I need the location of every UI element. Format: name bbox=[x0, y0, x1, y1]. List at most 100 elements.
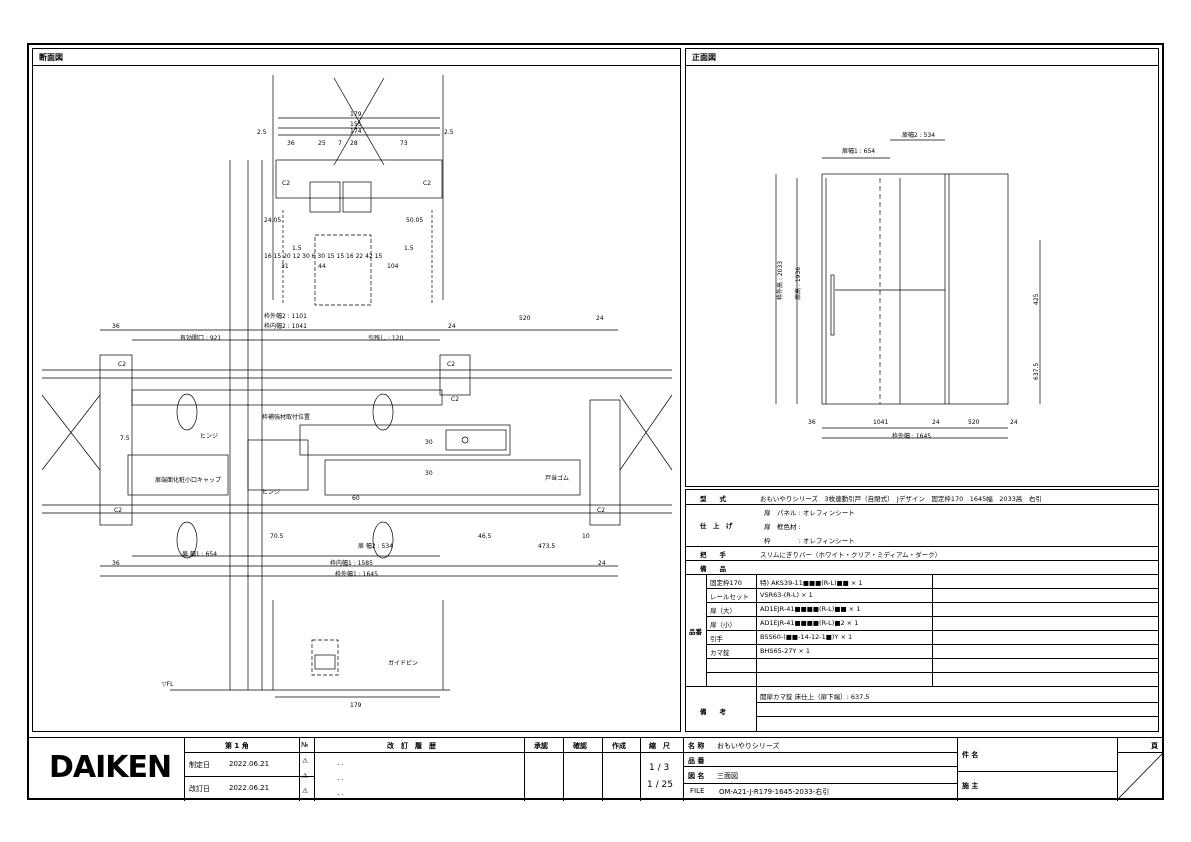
front-h1936: 扉高 : 1936 bbox=[794, 267, 802, 300]
dim-104: 104 bbox=[387, 263, 399, 270]
dim-179-bottom: 179 bbox=[350, 702, 362, 709]
part-name-0: 固定枠170 bbox=[710, 579, 742, 587]
label-fl: ▽FL bbox=[162, 681, 174, 688]
dim-24-c: 24 bbox=[598, 560, 606, 567]
dim-520: 520 bbox=[519, 315, 531, 322]
dim-36: 36 bbox=[287, 140, 295, 147]
label-w654: 扉 幅1 : 654 bbox=[182, 550, 217, 558]
front-h2033: 枠外高 : 2033 bbox=[776, 261, 784, 300]
dim-179-top: 179 bbox=[350, 111, 362, 118]
tb-drawing-label: 図 名 bbox=[688, 772, 705, 780]
tb-v7 bbox=[640, 738, 641, 801]
tb-draw: 作成 bbox=[612, 742, 626, 750]
part-row-4: 引手 BSS60-(■■-14-12-1■)Y × 1 bbox=[706, 630, 1158, 645]
front-36: 36 bbox=[808, 419, 816, 426]
daiken-logo: DAIKEN bbox=[49, 750, 172, 785]
label-c2-b: C2 bbox=[447, 361, 455, 368]
front-w1645: 枠外幅 : 1645 bbox=[892, 432, 931, 440]
label-door-h1: 枠外幅2 : 1101 bbox=[264, 312, 307, 320]
spec-table: 型 式 おもいやりシリーズ 3枚連動引戸（自閉式） Jデザイン 固定枠170 1… bbox=[685, 489, 1159, 732]
front-24-b: 24 bbox=[1010, 419, 1018, 426]
label-hinge1: ヒンジ bbox=[200, 433, 218, 440]
front-637-5: 637.5 bbox=[1033, 363, 1040, 380]
title-block: DAIKEN 第 1 角 制定日 2022.06.21 改訂日 2022.06.… bbox=[27, 737, 1164, 801]
tb-rev-label: 改訂日 bbox=[189, 785, 210, 793]
part-code-5: BHS65-27Y × 1 bbox=[760, 647, 811, 655]
label-w1645: 枠外幅1 : 1645 bbox=[335, 570, 378, 578]
tb-work-label: 件 名 bbox=[962, 751, 979, 759]
tb-h3 bbox=[683, 752, 957, 753]
parts-block: 品番 固定枠170 特) AKS39-11■■■(R-L)■■ × 1 レールセ… bbox=[686, 574, 1158, 687]
label-c2-c: C2 bbox=[451, 396, 459, 403]
warning-icon-3: ⚠ bbox=[302, 787, 309, 795]
part-code-1: VSR63-(R-L) × 1 bbox=[760, 591, 813, 599]
dim-7: 7 bbox=[338, 140, 342, 147]
tb-h2 bbox=[184, 776, 314, 777]
tb-v10 bbox=[1117, 738, 1118, 801]
part-row-2: 扉（大） AD1EJR-41■■■■(R-L)■■ × 1 bbox=[706, 602, 1158, 617]
tb-drawing-value: 三面図 bbox=[717, 772, 738, 780]
label-stop: 引残し : 120 bbox=[368, 334, 403, 342]
label-cap: 扉端面化粧小口キャップ bbox=[155, 476, 221, 484]
note-block: 備 考 開扉カマ錠 床仕上（扉下端）: 637.5 bbox=[686, 686, 1158, 732]
tb-scale-2: 1 / 25 bbox=[647, 780, 673, 790]
tb-rev-history: 改 訂 履 歴 bbox=[387, 742, 436, 750]
dim-31: 31 bbox=[281, 263, 289, 270]
tb-v5 bbox=[563, 738, 564, 801]
dim-1-5-right: 1.5 bbox=[404, 245, 414, 252]
dim-50-05: 50.05 bbox=[406, 217, 423, 224]
tb-v9 bbox=[957, 738, 958, 801]
part-row-6 bbox=[706, 658, 1158, 673]
front-door1: 扉幅1 : 654 bbox=[842, 147, 875, 155]
part-code-0: 特) AKS39-11■■■(R-L)■■ × 1 bbox=[760, 579, 863, 587]
dim-24-b: 24 bbox=[596, 315, 604, 322]
tb-scale-label: 縮 尺 bbox=[649, 742, 670, 750]
label-c2-left: C2 bbox=[282, 180, 290, 187]
label-c2-d: C2 bbox=[114, 507, 122, 514]
tb-v8 bbox=[683, 738, 684, 801]
tb-name-value: おもいやりシリーズ bbox=[717, 742, 780, 750]
tb-v4 bbox=[524, 738, 525, 801]
dim-2-5-right: 2.5 bbox=[444, 129, 454, 136]
tb-made-date: 2022.06.21 bbox=[229, 760, 270, 768]
tb-v6 bbox=[602, 738, 603, 801]
dim-155: 155 bbox=[350, 121, 362, 128]
dim-row: 16 15 20 12 30 6 30 15 15 16 22 42 15 bbox=[264, 253, 383, 260]
section-title-underline bbox=[33, 65, 680, 66]
label-w1585: 枠内幅1 : 1585 bbox=[330, 559, 373, 567]
tb-v1 bbox=[184, 738, 185, 801]
part-row-1: レールセット VSR63-(R-L) × 1 bbox=[706, 588, 1158, 603]
drawing-frame bbox=[27, 43, 1164, 800]
tb-made-label: 制定日 bbox=[189, 761, 210, 769]
part-name-1: レールセット bbox=[710, 593, 749, 601]
tb-angle: 第 1 角 bbox=[225, 742, 249, 750]
spec-label-5: 備 品 bbox=[700, 565, 726, 573]
section-panel: 断面図 bbox=[32, 48, 681, 732]
spec-value-4: スリムにぎりバー（ホワイト・クリア・ミディアム・ダーク） bbox=[760, 551, 942, 559]
note-divider bbox=[756, 686, 757, 732]
spec-label-1: 仕 上 げ bbox=[700, 522, 733, 530]
dim-46-5: 46.5 bbox=[478, 533, 492, 540]
tb-client-label: 施 主 bbox=[962, 782, 979, 790]
front-24-a: 24 bbox=[932, 419, 940, 426]
tb-check: 確認 bbox=[573, 742, 587, 750]
spec-row-4: 把 手 スリムにぎりバー（ホワイト・クリア・ミディアム・ダーク） bbox=[686, 546, 1158, 561]
part-row-3: 扉（小） AD1EJR-41■■■■(R-L)■2 × 1 bbox=[706, 616, 1158, 631]
part-code-4: BSS60-(■■-14-12-1■)Y × 1 bbox=[760, 633, 853, 641]
dim-44: 44 bbox=[318, 263, 326, 270]
part-name-4: 引手 bbox=[710, 635, 723, 643]
label-c2-e: C2 bbox=[597, 507, 605, 514]
label-stopper: ガイドピン bbox=[388, 659, 418, 667]
part-code-3: AD1EJR-41■■■■(R-L)■2 × 1 bbox=[760, 619, 859, 627]
dim-28: 28 bbox=[350, 140, 358, 147]
dim-24-a: 24 bbox=[448, 323, 456, 330]
front-panel: 正面図 bbox=[685, 48, 1159, 487]
label-w534: 扉 幅2 : 534 bbox=[358, 542, 393, 550]
tb-number-label: 品 番 bbox=[688, 757, 705, 765]
label-c2-right: C2 bbox=[423, 180, 431, 187]
warning-icon-1: ⚠ bbox=[302, 757, 309, 765]
label-c2-a: C2 bbox=[118, 361, 126, 368]
tb-no: № bbox=[301, 741, 309, 749]
spec-row-1: 仕 上 げ 扉 パネル : オレフィンシート 扉 框色材 : 枠 : オレフィン… bbox=[686, 504, 1158, 547]
